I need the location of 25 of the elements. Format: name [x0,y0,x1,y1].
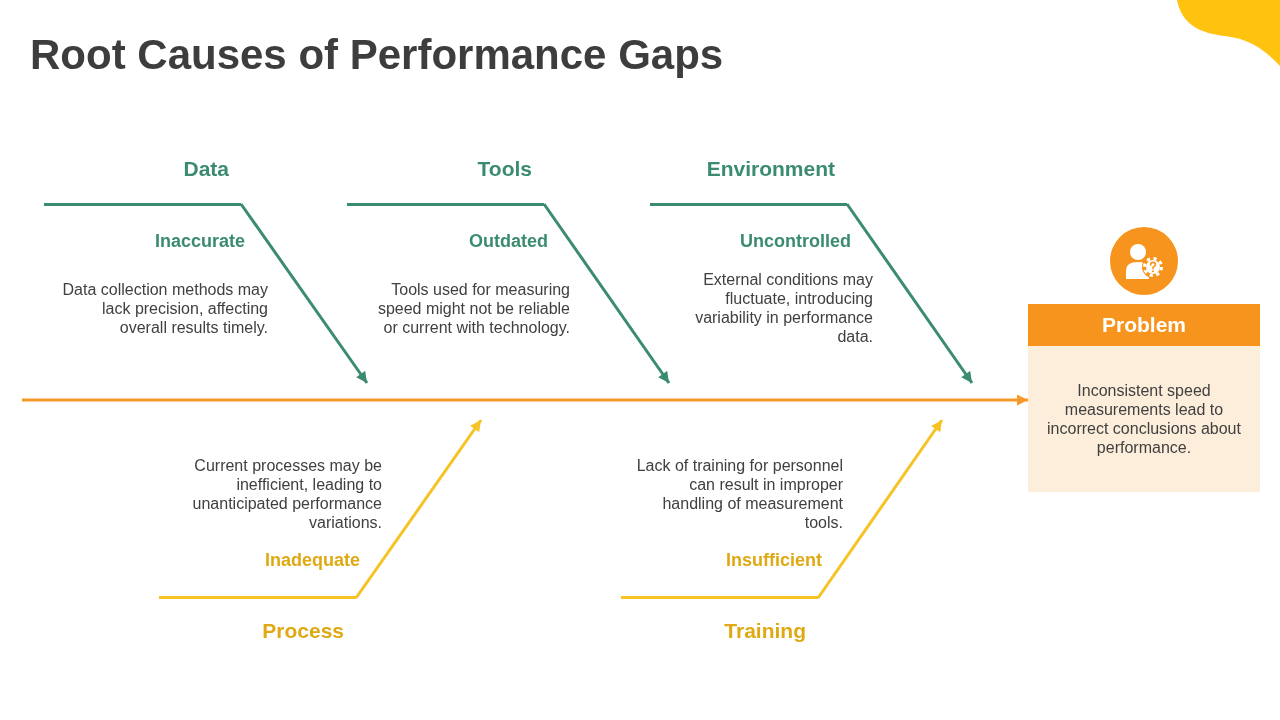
cause-heading: Uncontrolled [739,230,851,252]
category-label: Tools [347,155,544,206]
cause-heading: Insufficient [725,549,822,571]
cause-description: Tools used for measuring speed might not be reliable or current with technology. [376,280,570,337]
cause-heading: Outdated [468,230,548,252]
title: Root Causes of Performance Gaps [30,30,724,80]
category-label: Training [621,596,818,647]
bone-arrow [354,419,483,599]
cause-description: Lack of training for personnel can result in improper handling of measurement tools. [635,456,843,532]
cause-description: Current processes may be inefficient, leading to unanticipated performance variations. [191,456,382,532]
cause-heading: Inadequate [263,549,360,571]
category-label: Process [159,596,356,647]
bone-arrow [845,203,974,384]
problem-description: Inconsistent speed measurements lead to incorrect conclusions about performance. [1046,381,1242,457]
category-label: Environment [650,155,847,206]
cause-heading: Inaccurate [153,230,245,252]
bone-arrow [816,419,944,599]
problem-header: Problem [1028,304,1260,346]
category-label: Data [44,155,241,206]
bone-arrow [542,203,671,384]
cause-description: External conditions may fluctuate, introducing variability in performance data. [694,270,873,346]
bone-arrow [239,203,369,384]
cause-description: Data collection methods may lack precision, affecting overall results timely. [61,280,268,337]
spine-arrow [22,394,1028,406]
problem-card [1028,304,1260,492]
